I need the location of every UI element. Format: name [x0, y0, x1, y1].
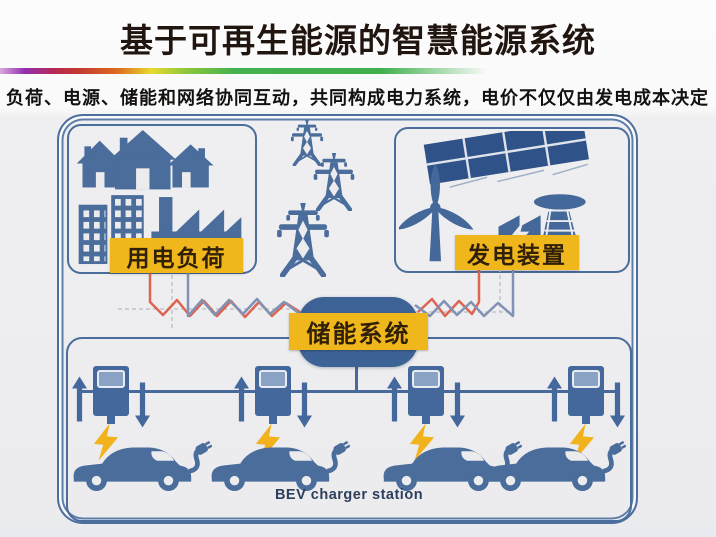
up-arrow-icon	[547, 370, 562, 428]
storage-connector-line	[355, 366, 358, 393]
down-arrow-icon	[297, 376, 312, 434]
down-arrow-icon	[135, 376, 150, 434]
electric-car-icon	[70, 437, 212, 494]
bev-station-label: BEV charger station	[274, 487, 424, 503]
ev-charger-icon	[406, 366, 446, 424]
load-tag: 用电负荷	[110, 238, 243, 273]
rainbow-divider	[0, 68, 488, 74]
power-system-frame	[57, 114, 638, 524]
power-fluctuation-curves	[118, 268, 515, 328]
generation-tag: 发电装置	[455, 235, 579, 270]
ev-charger-icon	[566, 366, 606, 424]
up-arrow-icon	[72, 370, 87, 428]
ev-charger-icon	[253, 366, 293, 424]
down-arrow-icon	[450, 376, 465, 434]
electric-car-icon	[208, 437, 350, 494]
slide-subtitle: 负荷、电源、储能和网络协同互动，共同构成电力系统，电价不仅仅由发电成本决定	[6, 88, 709, 108]
up-arrow-icon	[234, 370, 249, 428]
charging-bus-line	[80, 390, 615, 393]
storage-tag: 储能系统	[289, 313, 428, 350]
up-arrow-icon	[387, 370, 402, 428]
load-box	[67, 124, 257, 274]
page-title: 基于可再生能源的智慧能源系统	[120, 22, 596, 59]
down-arrow-icon	[610, 376, 625, 434]
electric-car-icon	[484, 437, 626, 494]
ev-charger-icon	[91, 366, 131, 424]
